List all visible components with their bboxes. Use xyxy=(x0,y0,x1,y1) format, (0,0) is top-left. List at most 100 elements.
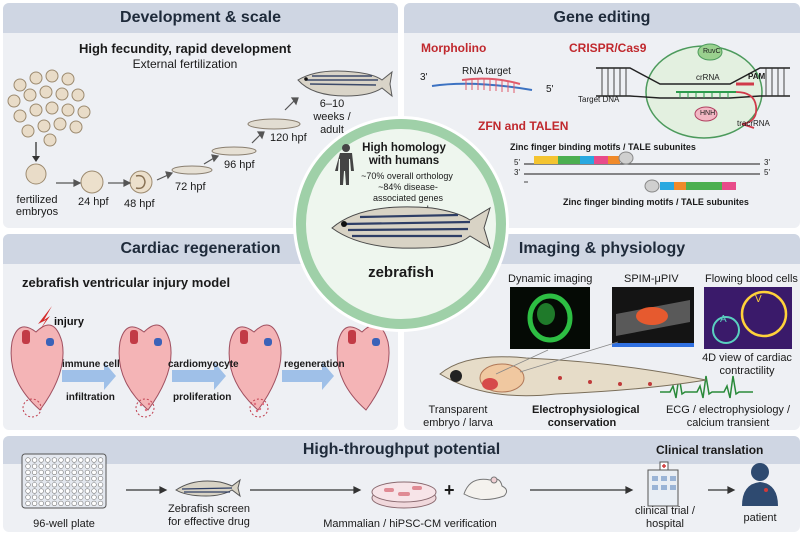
panel-throughput: High-throughput potential xyxy=(3,436,800,532)
plate-well xyxy=(97,469,104,476)
view4d-label: 4D view of cardiac contractility xyxy=(702,352,792,377)
screen-label: Zebrafish screen for effective drug xyxy=(168,503,250,528)
plate-well xyxy=(58,488,64,494)
plate-well xyxy=(64,500,71,507)
plate-well xyxy=(58,457,64,463)
plate-well xyxy=(91,488,97,494)
plate-well xyxy=(78,469,84,476)
plate-well xyxy=(91,469,97,476)
plate-well xyxy=(38,476,44,482)
plate-well xyxy=(91,463,97,469)
plate-well xyxy=(51,494,58,500)
plate-well xyxy=(84,494,90,500)
plate-well xyxy=(84,500,90,507)
stage-label-120hpf: 120 hpf xyxy=(270,132,307,144)
zfn-3prime-bottom: 3' xyxy=(514,168,520,177)
plate-well xyxy=(38,488,44,494)
plate-well xyxy=(97,500,104,507)
cardiac-model-label: zebrafish ventricular injury model xyxy=(22,275,231,290)
pam-label: PAM xyxy=(748,72,766,81)
plate-well xyxy=(64,457,71,463)
morpholino-3prime: 3' xyxy=(420,72,428,83)
plate-well xyxy=(45,476,51,482)
plate-well xyxy=(38,500,44,507)
plate-well xyxy=(38,457,44,463)
plate-well xyxy=(78,482,84,488)
morpholino-label: Morpholino xyxy=(421,41,487,55)
plate-well xyxy=(91,457,97,463)
stage-label-fertilized: fertilized embryos xyxy=(15,194,59,218)
plate-well xyxy=(97,494,104,500)
transparent-label: Transparent embryo / larva xyxy=(423,404,493,429)
step3-label: regeneration xyxy=(284,359,345,370)
target-dna-label: Target DNA xyxy=(578,95,620,104)
plate-well xyxy=(64,463,71,469)
plate-well xyxy=(91,482,97,488)
plate-well xyxy=(97,488,104,494)
plate-well xyxy=(25,494,31,500)
electro-label: Electrophysiological conservation xyxy=(532,404,640,429)
plate-well xyxy=(84,476,90,482)
plate-well xyxy=(25,500,31,507)
ruvc-label: RuvC xyxy=(703,48,721,55)
plate-well xyxy=(58,482,64,488)
step1-top: immune cell xyxy=(62,359,120,370)
plate-well xyxy=(58,494,64,500)
panel-imaging: Imaging & physiology xyxy=(404,234,800,430)
plate-well xyxy=(84,469,90,476)
plate-well xyxy=(71,494,77,500)
plate-well xyxy=(97,463,104,469)
plate-well xyxy=(58,463,64,469)
step2-bottom: proliferation xyxy=(173,392,232,403)
plate-well xyxy=(71,463,77,469)
stage-label-24hpf: 24 hpf xyxy=(78,196,109,208)
zfn-5prime-bottom: 5' xyxy=(764,168,770,177)
plate-well xyxy=(51,457,58,463)
crrna-label: crRNA xyxy=(696,73,720,82)
plate-well xyxy=(45,463,51,469)
plate-well xyxy=(31,463,38,469)
hnh-label: HNH xyxy=(700,110,716,117)
stage-label-48hpf: 48 hpf xyxy=(124,198,155,210)
plate-well xyxy=(51,482,58,488)
zfn-talen-label: ZFN and TALEN xyxy=(478,119,569,133)
crispr-label: CRISPR/Cas9 xyxy=(569,41,647,55)
plate-well xyxy=(58,476,64,482)
plate-well xyxy=(31,482,38,488)
zinc-finger-label-top: Zinc finger binding motifs / TALE subuni… xyxy=(510,142,696,152)
plate-well xyxy=(51,469,58,476)
gene-editing-title: Gene editing xyxy=(404,3,800,33)
plate-well xyxy=(45,488,51,494)
plate-well xyxy=(78,500,84,507)
plate-well xyxy=(64,494,71,500)
injury-label: injury xyxy=(54,316,84,328)
zebrafish-name: zebrafish xyxy=(368,264,434,281)
plate-well xyxy=(25,476,31,482)
step1-bottom: infiltration xyxy=(66,392,115,403)
plate-well xyxy=(64,469,71,476)
zfn-5prime-top: 5' xyxy=(514,158,520,167)
plate-well xyxy=(78,476,84,482)
plate-well xyxy=(64,476,71,482)
plate-label: 96-well plate xyxy=(33,518,95,530)
plate-well xyxy=(64,482,71,488)
plate-well xyxy=(78,457,84,463)
morpholino-5prime: 5' xyxy=(546,84,554,95)
plate-well xyxy=(71,488,77,494)
plate-well xyxy=(97,482,104,488)
homology-stat1: ~70% overall orthology xyxy=(361,171,453,181)
zfn-3prime-top: 3' xyxy=(764,158,770,167)
plate-well xyxy=(31,488,38,494)
plate-well xyxy=(84,463,90,469)
development-subtitle: External fertilization xyxy=(132,57,238,71)
patient-label: patient xyxy=(743,512,777,524)
stage-label-72hpf: 72 hpf xyxy=(175,181,206,193)
tracrrna-label: tracrRNA xyxy=(737,119,770,128)
mammal-label: Mammalian / hiPSC-CM verification xyxy=(323,518,497,530)
